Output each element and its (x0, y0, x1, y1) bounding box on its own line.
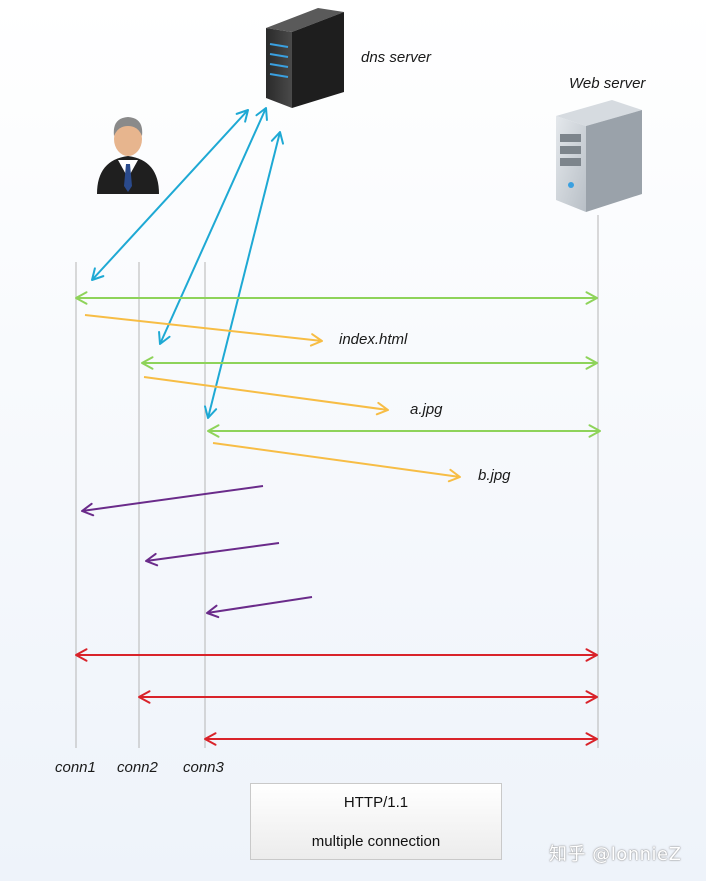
request-label-index: index.html (339, 331, 408, 348)
request-arrow-b (212, 442, 461, 483)
request-label-b: b.jpg (478, 467, 511, 484)
close-arrow-conn3 (204, 732, 598, 746)
handshake-arrow-conn1 (75, 291, 598, 305)
watermark: 知乎 @lonnieZ (549, 844, 682, 865)
caption-protocol: HTTP/1.1 (343, 794, 409, 811)
close-arrow-conn2 (138, 690, 598, 704)
request-arrow-index (84, 314, 323, 347)
dns-server-label: dns server (361, 49, 432, 66)
request-label-a: a.jpg (410, 401, 443, 418)
request-arrow-a (143, 376, 389, 416)
handshake-arrow-conn3 (207, 424, 601, 438)
dns-lookup-arrow-conn1 (91, 109, 249, 281)
response-arrow-conn1 (81, 485, 264, 517)
response-arrow-conn3 (206, 596, 313, 619)
close-arrow-conn1 (75, 648, 598, 662)
conn3-label: conn3 (183, 759, 224, 776)
dns-lookup-arrow-conn3 (203, 131, 285, 419)
arrows (75, 107, 601, 746)
response-arrow-conn2 (145, 542, 280, 567)
user-icon (97, 117, 159, 194)
caption-box: HTTP/1.1 multiple connection (250, 783, 502, 860)
dns-lookup-arrow-conn2 (158, 107, 268, 345)
web-server-label: Web server (569, 75, 646, 92)
conn2-label: conn2 (117, 759, 158, 776)
conn1-label: conn1 (55, 759, 96, 776)
handshake-arrow-conn2 (141, 356, 598, 370)
dns-server-icon (266, 8, 344, 108)
caption-description: multiple connection (311, 833, 441, 850)
web-server-icon (556, 100, 642, 212)
